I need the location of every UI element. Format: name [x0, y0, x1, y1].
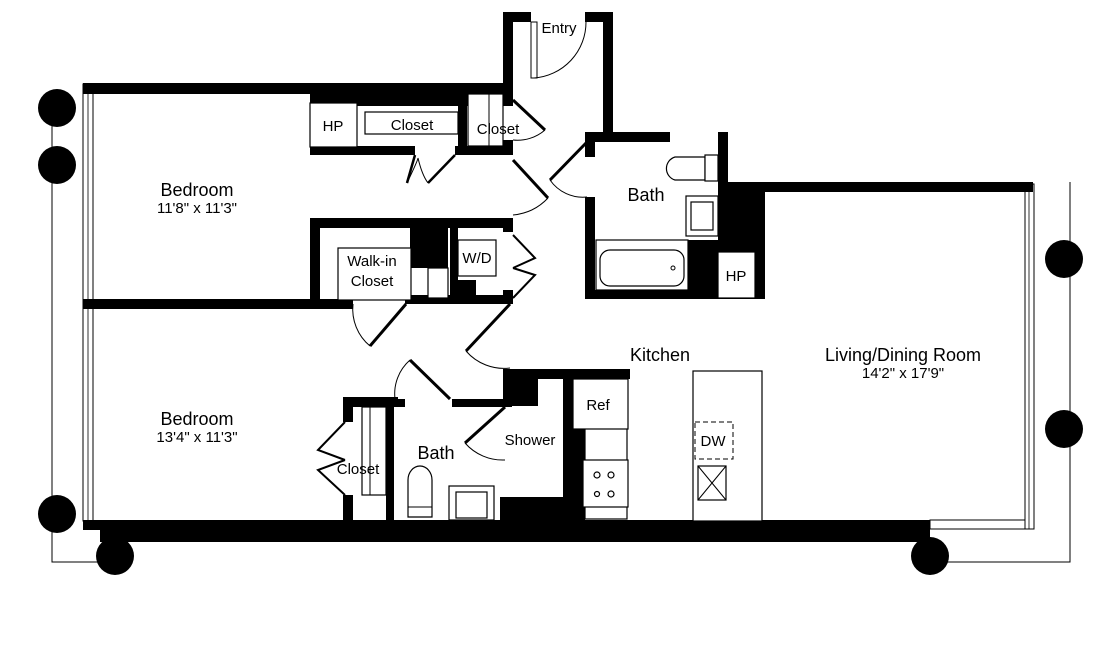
bath1-label: Bath	[627, 185, 664, 205]
south-window	[929, 519, 1026, 530]
bath2-fixtures	[407, 465, 495, 521]
entry-label: Entry	[541, 20, 577, 37]
dw-label: DW	[701, 433, 727, 450]
walkin-closet-label-2: Closet	[351, 273, 394, 290]
closet-a-label: Closet	[391, 117, 434, 134]
bedroom1-label: Bedroom	[160, 180, 233, 200]
east-window	[1024, 183, 1035, 530]
column-icon	[38, 495, 76, 533]
room-labels: Bedroom 11'8" x 11'3" Bedroom 13'4" x 11…	[156, 20, 981, 478]
structural-columns	[38, 89, 1083, 575]
doors	[316, 21, 589, 496]
hp1-label: HP	[323, 118, 344, 135]
column-icon	[96, 537, 134, 575]
stove-icon	[582, 459, 629, 508]
column-icon	[911, 537, 949, 575]
hp-unit-2	[717, 251, 756, 299]
shower-label: Shower	[505, 432, 556, 449]
living-label: Living/Dining Room	[825, 345, 981, 365]
refrigerator-icon	[572, 378, 629, 430]
wd-label: W/D	[462, 250, 491, 267]
walkin-closet-label: Walk-in	[347, 253, 396, 270]
toilet-icon	[665, 156, 706, 181]
bedroom1-dimensions: 11'8" x 11'3"	[157, 200, 237, 217]
closet-details	[337, 93, 504, 496]
toilet-icon	[407, 465, 433, 518]
living-dimensions: 14'2" x 17'9"	[862, 365, 944, 382]
hp2-label: HP	[726, 268, 747, 285]
kitchen-fixtures	[572, 370, 763, 522]
dishwasher-icon	[694, 421, 734, 460]
hp-unit-1	[309, 102, 358, 148]
column-icon	[38, 89, 76, 127]
column-icon	[1045, 410, 1083, 448]
bath1-fixtures	[595, 154, 719, 291]
ref-label: Ref	[586, 397, 610, 414]
closet-b-label: Closet	[477, 121, 520, 138]
kitchen-label: Kitchen	[630, 345, 690, 365]
bath2-label: Bath	[417, 443, 454, 463]
closet-c-label: Closet	[337, 461, 380, 478]
walls	[83, 12, 1033, 542]
column-icon	[38, 146, 76, 184]
washer-dryer-icon	[457, 239, 497, 277]
exterior-outline	[51, 90, 1071, 563]
column-icon	[1045, 240, 1083, 278]
bedroom2-dimensions: 13'4" x 11'3"	[156, 429, 237, 446]
bedroom2-label: Bedroom	[160, 409, 233, 429]
